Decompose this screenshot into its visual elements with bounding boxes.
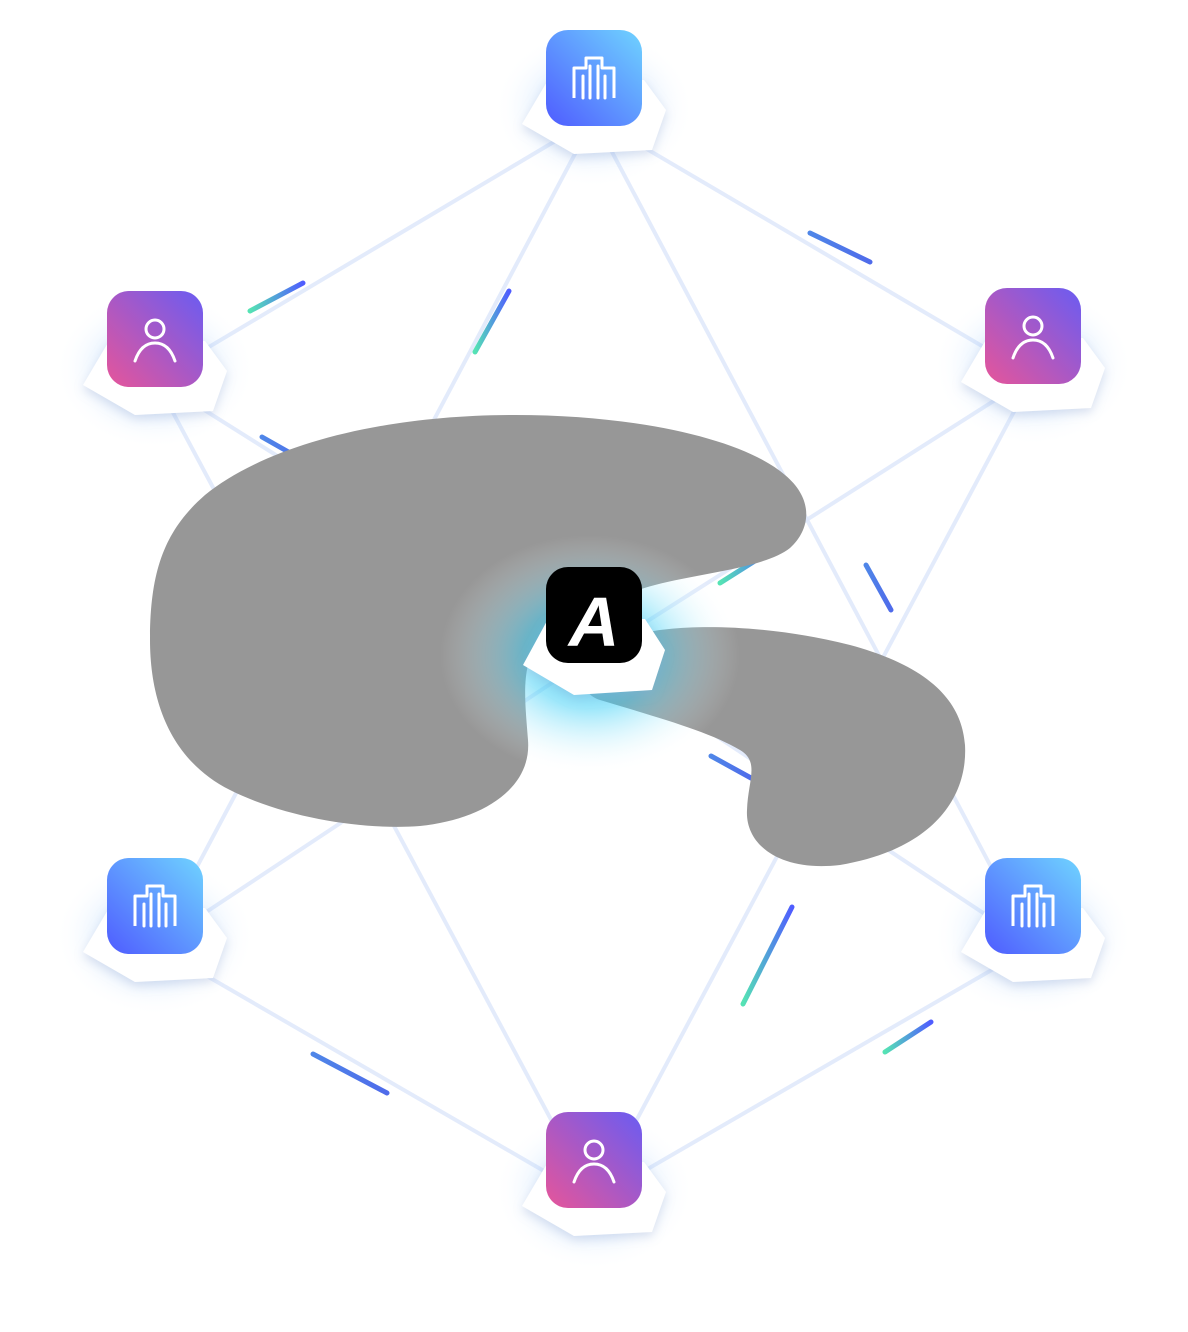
building-icon — [1011, 884, 1055, 928]
edge-pulse — [247, 280, 306, 314]
user-icon — [1011, 315, 1055, 360]
hub-label: A — [567, 583, 620, 661]
user-head — [583, 1139, 605, 1161]
nodes-layer — [55, 28, 1133, 1270]
node-lower-left[interactable] — [55, 856, 255, 1016]
user-body — [133, 341, 177, 363]
node-upper-right[interactable] — [933, 286, 1133, 446]
edge-pulse — [310, 1051, 390, 1096]
node-upper-left[interactable] — [55, 289, 255, 449]
user-body — [1011, 338, 1055, 360]
edge-pulse — [740, 904, 795, 1007]
node-top[interactable] — [494, 28, 694, 188]
node-tile — [107, 858, 203, 954]
building-outline — [572, 56, 616, 98]
building-outline — [1011, 884, 1055, 926]
edge-pulse — [472, 288, 512, 355]
user-head — [1022, 315, 1044, 337]
edge-pulse — [708, 753, 754, 781]
user-body — [572, 1162, 616, 1184]
hub-tile — [546, 567, 642, 663]
building-outline — [133, 884, 177, 926]
building-icon — [572, 56, 616, 100]
user-icon — [133, 318, 177, 363]
edge-pulse — [882, 1019, 934, 1055]
edge-pulse — [863, 562, 894, 613]
node-bottom[interactable] — [494, 1110, 694, 1270]
user-head — [144, 318, 166, 340]
user-icon — [572, 1139, 616, 1184]
edge-pulse — [807, 230, 873, 265]
node-tile — [985, 858, 1081, 954]
node-lower-right[interactable] — [933, 856, 1133, 1016]
hub-node[interactable]: A — [440, 535, 740, 775]
edge-top-lower-right — [592, 117, 1035, 947]
building-icon — [133, 884, 177, 928]
node-tile — [546, 30, 642, 126]
